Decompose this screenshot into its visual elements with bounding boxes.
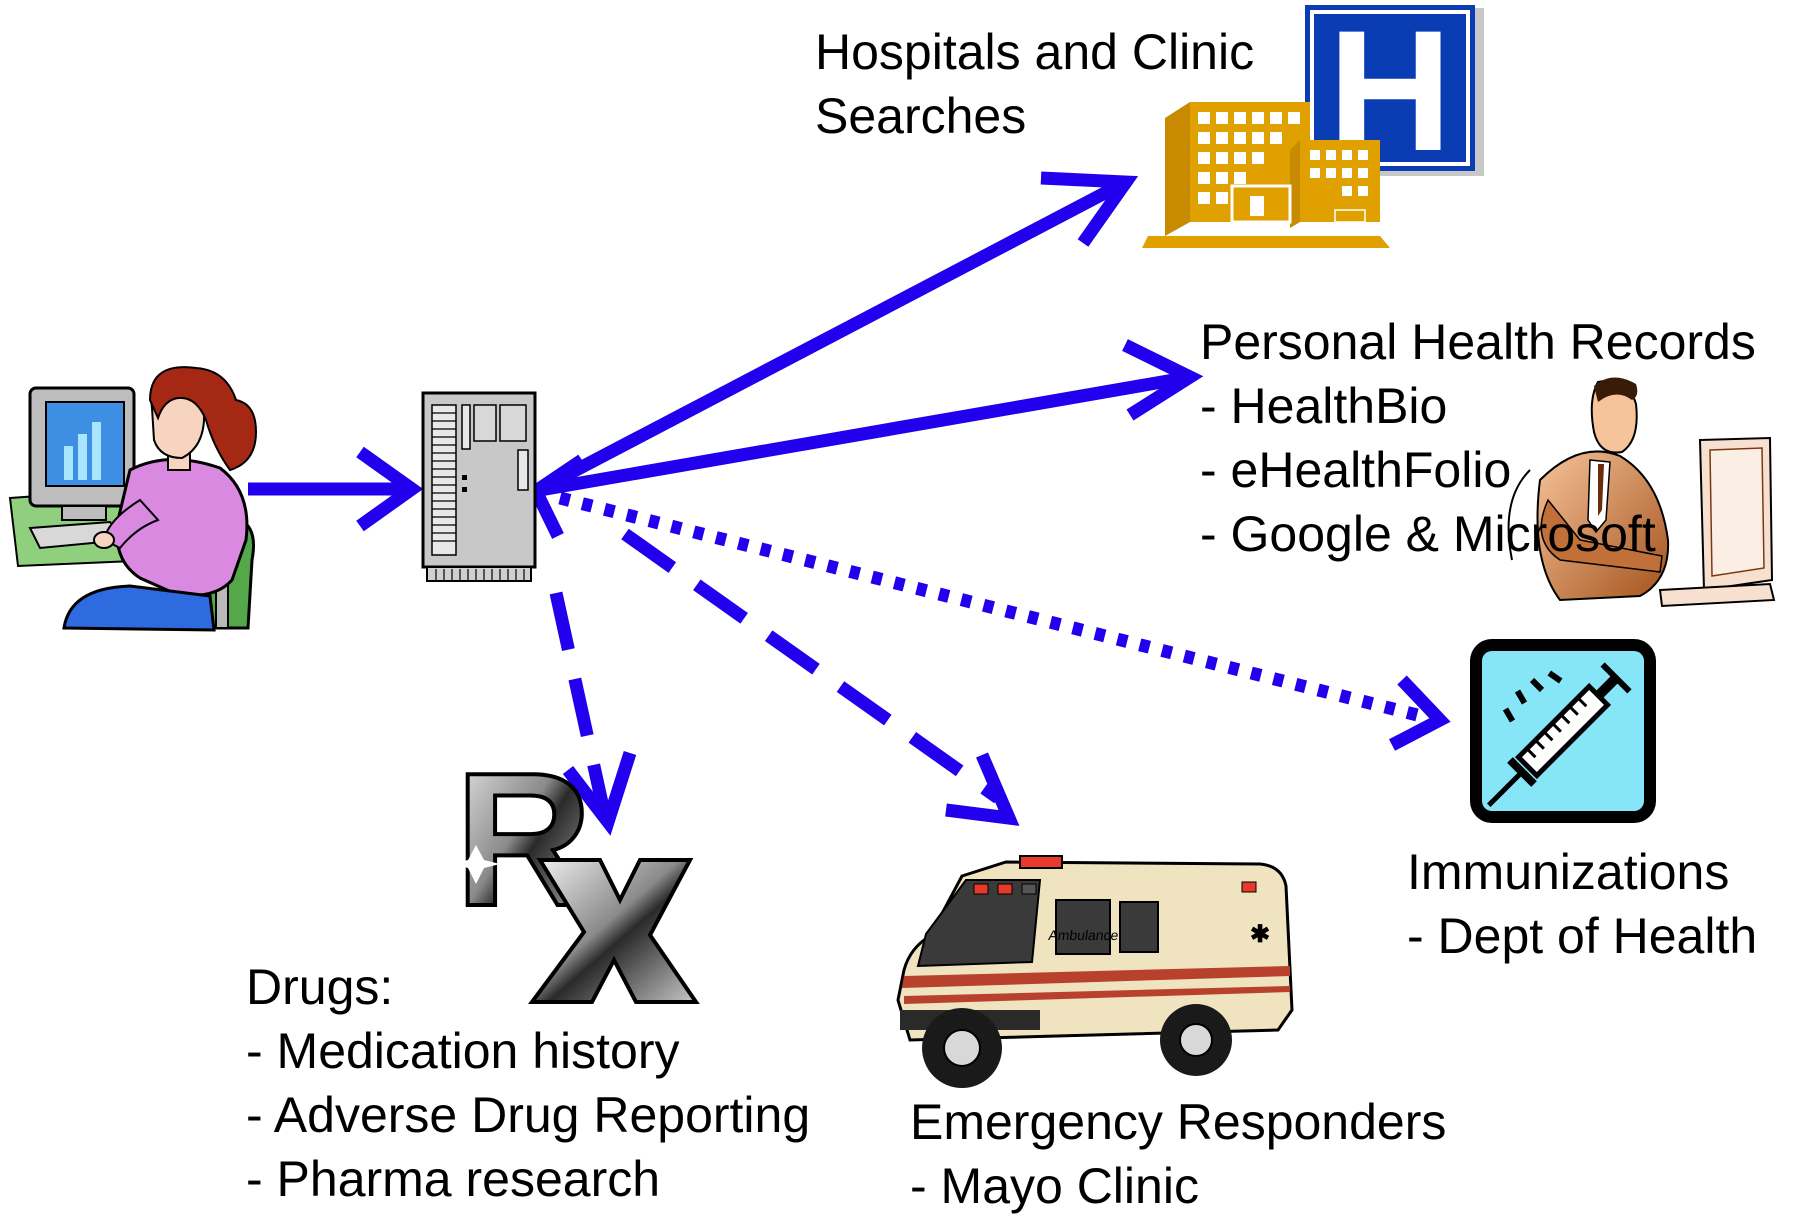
immunizations-label: Immunizations - Dept of Health: [1407, 840, 1757, 968]
arrow-server-to-immunizations: [558, 491, 1451, 751]
syringe-icon: [1470, 639, 1656, 823]
server-icon: [421, 391, 537, 582]
phr-item: - Google & Microsoft: [1200, 506, 1656, 562]
ambulance-icon: Ambulance ✱: [896, 855, 1294, 1088]
arrow-server-to-drugs: [549, 591, 637, 836]
drugs-item: - Adverse Drug Reporting: [246, 1087, 811, 1143]
arrow-server-to-ambulance: [621, 528, 1020, 826]
arrows: [248, 171, 1451, 836]
user-at-computer-icon: [8, 366, 258, 632]
drugs-title: Drugs:: [246, 959, 394, 1015]
immunizations-item: - Dept of Health: [1407, 908, 1758, 964]
svg-text:✱: ✱: [1250, 921, 1270, 948]
hospitals-line: Searches: [815, 88, 1027, 144]
arrow-server-to-phr: [538, 339, 1204, 497]
phr-label: Personal Health Records - HealthBio - eH…: [1200, 310, 1756, 566]
drugs-item: - Medication history: [246, 1023, 680, 1079]
hospitals-line: Hospitals and Clinic: [815, 24, 1255, 80]
emergency-item: - Mayo Clinic: [910, 1158, 1199, 1214]
drugs-item: - Pharma research: [246, 1151, 661, 1207]
hospitals-label: Hospitals and Clinic Searches: [815, 20, 1254, 148]
drugs-label: Drugs: - Medication history - Adverse Dr…: [246, 955, 810, 1211]
immunizations-title: Immunizations: [1407, 844, 1730, 900]
rx-icon: R: [452, 732, 700, 1004]
phr-item: - HealthBio: [1200, 378, 1448, 434]
emergency-label: Emergency Responders - Mayo Clinic: [910, 1090, 1446, 1218]
arrow-user-to-server: [248, 446, 424, 532]
doctor-at-computer-icon: [1507, 377, 1776, 608]
emergency-title: Emergency Responders: [910, 1094, 1447, 1150]
ambulance-side-text: Ambulance: [1047, 927, 1119, 943]
arrowhead-into-server: [527, 454, 586, 539]
phr-item: - eHealthFolio: [1200, 442, 1512, 498]
hospital-icon: H: [1142, 0, 1484, 248]
phr-title: Personal Health Records: [1200, 314, 1756, 370]
arrow-server-to-hospitals: [534, 171, 1139, 496]
